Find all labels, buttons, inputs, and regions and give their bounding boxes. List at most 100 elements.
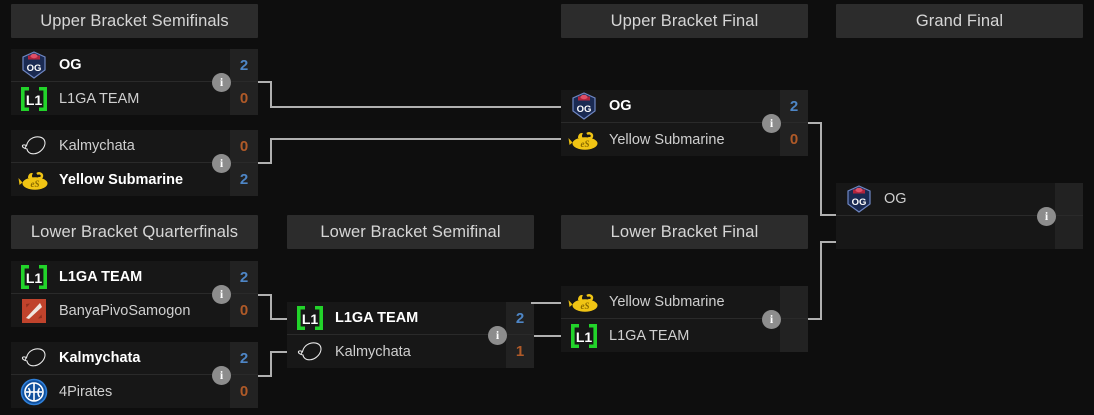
bracket-connector-6 — [808, 122, 822, 124]
kalmychata-logo — [293, 337, 327, 367]
bracket-connector-19 — [820, 241, 836, 243]
match-info-icon[interactable]: i — [762, 113, 781, 133]
match-score — [1055, 216, 1083, 249]
svg-text:eS: eS — [581, 139, 590, 149]
og-logo: OG — [17, 50, 51, 80]
match-info-icon[interactable]: i — [1037, 206, 1056, 226]
match-score: 0 — [780, 123, 808, 156]
round-header-lower-bracket-semifinal: Lower Bracket Semifinal — [287, 215, 534, 249]
match-score: 0 — [230, 130, 258, 162]
bracket-connector-3 — [258, 162, 272, 164]
match-info-icon[interactable]: i — [212, 284, 231, 304]
match-row-top[interactable]: OG OG 2 — [11, 49, 258, 82]
team-logo-placeholder — [842, 218, 876, 248]
team-name: BanyaPivoSamogon — [59, 302, 191, 319]
round-header-grand-final: Grand Final — [836, 4, 1083, 38]
bracket-connector-8 — [820, 214, 836, 216]
team-name: L1GA TEAM — [609, 327, 690, 344]
team-name: Yellow Submarine — [59, 171, 184, 188]
team-name: Yellow Submarine — [609, 294, 725, 310]
svg-text:L1: L1 — [302, 311, 319, 327]
bracket-connector-14 — [270, 351, 287, 353]
match-info-icon[interactable]: i — [762, 309, 781, 329]
bracket-connector-18 — [820, 241, 822, 319]
match-row-bottom[interactable]: L1 L1GA TEAM 0 — [11, 82, 258, 115]
match-score — [1055, 183, 1083, 215]
bracket-connector-16 — [534, 335, 561, 337]
round-header-label: Upper Bracket Final — [610, 11, 759, 30]
match-info-icon[interactable]: i — [212, 153, 231, 173]
l1ga-team-logo: L1 — [17, 262, 51, 292]
bracket-connector-7 — [820, 122, 822, 216]
match-score: 0 — [230, 294, 258, 327]
match-score: 2 — [506, 302, 534, 334]
team-name: OG — [59, 57, 82, 73]
svg-text:eS: eS — [581, 301, 590, 311]
bracket-connector-10 — [270, 294, 272, 320]
match-info-icon[interactable]: i — [212, 72, 231, 92]
yellow-submarine-logo: eS — [567, 287, 601, 317]
bracket-connector-17 — [808, 318, 822, 320]
match-score: 2 — [230, 342, 258, 374]
match-gf-1[interactable]: OG OG i — [836, 183, 1083, 249]
match-row-top[interactable]: L1 L1GA TEAM 2 — [287, 302, 534, 335]
team-name: OG — [884, 191, 907, 207]
og-logo: OG — [842, 184, 876, 214]
yellow-submarine-logo: eS — [17, 165, 51, 195]
match-row-top[interactable]: OG OG 2 — [561, 90, 808, 123]
team-name: 4Pirates — [59, 383, 113, 400]
svg-text:eS: eS — [31, 179, 40, 189]
team-name: L1GA TEAM — [335, 310, 419, 326]
match-score: 2 — [230, 49, 258, 81]
bracket-connector-9 — [258, 294, 272, 296]
round-header-label: Grand Final — [915, 11, 1004, 30]
svg-text:OG: OG — [27, 63, 42, 74]
team-name: L1GA TEAM — [59, 269, 143, 285]
svg-text:OG: OG — [852, 197, 867, 208]
bracket-connector-12 — [258, 375, 272, 377]
team-name: Yellow Submarine — [609, 131, 725, 148]
yellow-submarine-logo: eS — [567, 125, 601, 155]
match-score: 2 — [230, 163, 258, 196]
kalmychata-logo — [17, 343, 51, 373]
match-score: 2 — [780, 90, 808, 122]
bracket-connector-4 — [270, 138, 272, 164]
l1ga-team-logo: L1 — [293, 303, 327, 333]
l1ga-team-logo: L1 — [17, 84, 51, 114]
match-info-icon[interactable]: i — [212, 365, 231, 385]
bracket-connector-1 — [270, 81, 272, 108]
svg-text:OG: OG — [577, 104, 592, 115]
round-header-lower-bracket-quarterfinals: Lower Bracket Quarterfinals — [11, 215, 258, 249]
match-score: 0 — [230, 82, 258, 115]
bracket-connector-2 — [270, 106, 561, 108]
team-name: Kalmychata — [335, 343, 411, 360]
dota2-logo — [17, 296, 51, 326]
round-header-lower-bracket-final: Lower Bracket Final — [561, 215, 808, 249]
svg-text:L1: L1 — [26, 270, 43, 286]
team-name: Kalmychata — [59, 350, 141, 366]
match-score: 0 — [230, 375, 258, 408]
team-name: L1GA TEAM — [59, 90, 140, 107]
match-row-bottom[interactable]: eS Yellow Submarine 0 — [561, 123, 808, 156]
match-info-icon[interactable]: i — [488, 325, 507, 345]
team-name: OG — [609, 98, 632, 114]
l1ga-team-logo: L1 — [567, 321, 601, 351]
match-row-bottom[interactable]: 4Pirates 0 — [11, 375, 258, 408]
bracket-connector-13 — [270, 351, 272, 377]
round-header-label: Lower Bracket Quarterfinals — [30, 222, 239, 241]
match-score: 2 — [230, 261, 258, 293]
bracket-connector-11 — [270, 318, 287, 320]
og-logo: OG — [567, 91, 601, 121]
round-header-label: Lower Bracket Final — [610, 222, 759, 241]
match-score: 1 — [506, 335, 534, 368]
round-header-upper-bracket-semifinals: Upper Bracket Semifinals — [11, 4, 258, 38]
match-score — [780, 286, 808, 318]
round-header-label: Lower Bracket Semifinal — [320, 222, 501, 241]
